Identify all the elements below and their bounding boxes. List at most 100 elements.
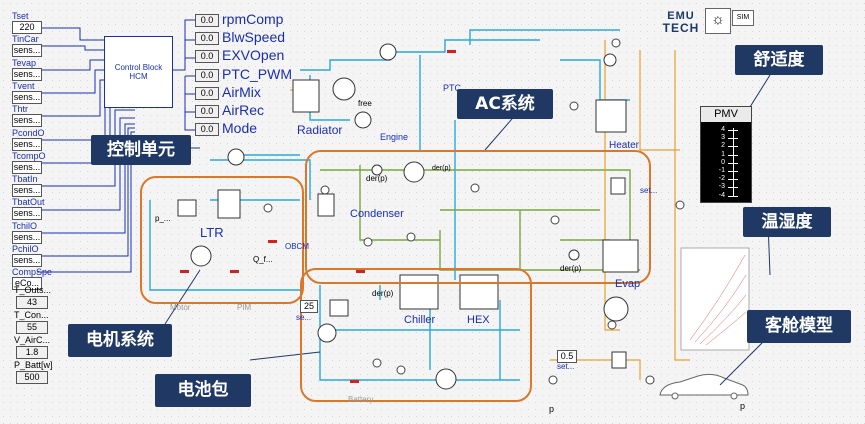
red-valves [180,50,456,383]
ltr-label: LTR [200,225,224,240]
psychro-chart [680,247,750,351]
sensor-input-value[interactable]: sens... [12,137,42,151]
control-block[interactable]: Control Block HCM [104,36,173,108]
pmv-title: PMV [701,107,751,122]
output-value-box[interactable]: 0.0 [195,14,219,27]
sensor-input-label: PchilO [12,244,39,254]
output-label: PTC_PWM [222,65,292,82]
sensor-input-label: Tevap [12,57,37,68]
ac-system-group [305,150,651,284]
pmv-tick: 0 [721,158,725,166]
ptc-label: PTC [443,83,461,93]
callout-ac-system: AC系统 [457,89,553,119]
chiller-label: Chiller [404,314,436,326]
obcm-label: OBCM [285,242,309,251]
hex-label: HEX [467,314,490,326]
pmv-tick: -3 [718,183,725,191]
p-label-2: p [740,401,746,411]
output-label: BlwSpeed [222,29,286,46]
output-value-box[interactable]: 0.0 [195,86,219,100]
pmv-tick: -4 [718,191,725,199]
sensor-input-value[interactable]: sens... [12,254,42,267]
psychro-curves [689,254,747,346]
qf-label: Q_f... [253,255,273,264]
p-dots-label: p_... [155,214,171,223]
heat-exchangers [177,79,639,369]
control-block-line2: HCM [129,72,148,81]
refrigerant-pipes [320,165,640,271]
output-value-box[interactable]: 0.0 [195,123,219,137]
pumps [190,43,629,390]
radiator-label: Radiator [297,123,343,137]
output-label: rpmComp [222,11,284,27]
boundary-param-value[interactable]: 500 [16,371,48,384]
value-25[interactable]: 25 [300,300,318,313]
pmv-tick: 1 [721,150,725,158]
battery-label: Battery [348,395,374,404]
sun-icon[interactable]: ☼ [705,8,731,34]
sensor-input-label: Thtr [12,104,29,115]
engine-label: Engine [380,132,409,142]
p-label-1: p [549,404,555,414]
sensor-input-value[interactable]: sens... [12,230,42,244]
derp-label-1: der(p) [366,174,388,183]
logo-brand-top: EMU [667,10,695,22]
boundary-param-label: T_Con... [14,310,49,320]
pmv-tick: 3 [721,134,725,142]
boundary-param-label: V_AirC... [14,335,51,345]
logo-brand-bottom: TECH [662,21,700,35]
set-label-2: set... [640,186,658,195]
sensor-input-label: CompSpe [12,267,53,278]
sensor-input-label: TchilO [12,220,38,231]
callout-battery-pack: 电池包 [155,374,251,407]
pim-label: PIM [237,303,252,312]
sensor-input-value[interactable]: sens... [12,44,42,58]
sensor-input-label: Tset [12,11,29,21]
sensor-input-value[interactable]: 220 [12,21,42,34]
callout-temp-humidity: 温湿度 [743,207,831,237]
car-outline [659,373,749,400]
value-05[interactable]: 0.5 [557,350,577,363]
free-label: free [358,99,372,108]
sensor-input-label: TcompO [12,150,46,161]
set-label-1: se... [296,313,312,322]
set-label-3: set... [557,362,575,371]
sensor-input-value[interactable]: eCo... [12,277,42,291]
pmv-tick: 2 [721,142,725,150]
pmv-tick-mark [728,195,738,197]
sensor-input-value[interactable]: sens... [12,114,42,128]
pmv-tick: -1 [718,167,725,174]
boundary-param-label: T_Outs... [14,285,52,295]
boundary-param-value[interactable]: 1.8 [16,346,48,359]
sensor-input-value[interactable]: sens... [12,207,42,221]
output-label: Mode [222,120,258,137]
sensor-input-label: TinCar [12,34,39,45]
sensor-input-value[interactable]: sens... [12,184,42,198]
boundary-param-value[interactable]: 55 [16,321,48,334]
sensor-input-value[interactable]: sens... [12,67,42,81]
output-value-box[interactable]: 0.0 [195,105,219,118]
callout-motor-system: 电机系统 [68,324,172,357]
battery-pack-group [300,268,532,402]
sensor-input-label: TbatOut [12,197,45,208]
output-label: EXVOpen [222,47,285,64]
sensor-input-label: PcondO [12,127,45,138]
sensor-input-value[interactable]: sens... [12,90,42,104]
sensor-input-value[interactable]: sens... [12,160,42,174]
pmv-tick: -2 [718,175,725,183]
boundary-param-value[interactable]: 43 [16,296,48,309]
pmv-axis [733,128,734,196]
output-value-box[interactable]: 0.0 [195,68,219,82]
output-label: AirRec [222,102,265,118]
sim-button[interactable]: SIM [732,10,754,26]
derp-label-3: der(p) [372,289,394,298]
condenser-label: Condenser [350,208,404,220]
pmv-tick: 4 [721,126,725,133]
output-value-box[interactable]: 0.0 [195,50,219,64]
output-value-box[interactable]: 0.0 [195,32,219,46]
derp-label-2: der(p) [560,264,582,273]
emutech-logo: EMU TECH [655,10,707,38]
